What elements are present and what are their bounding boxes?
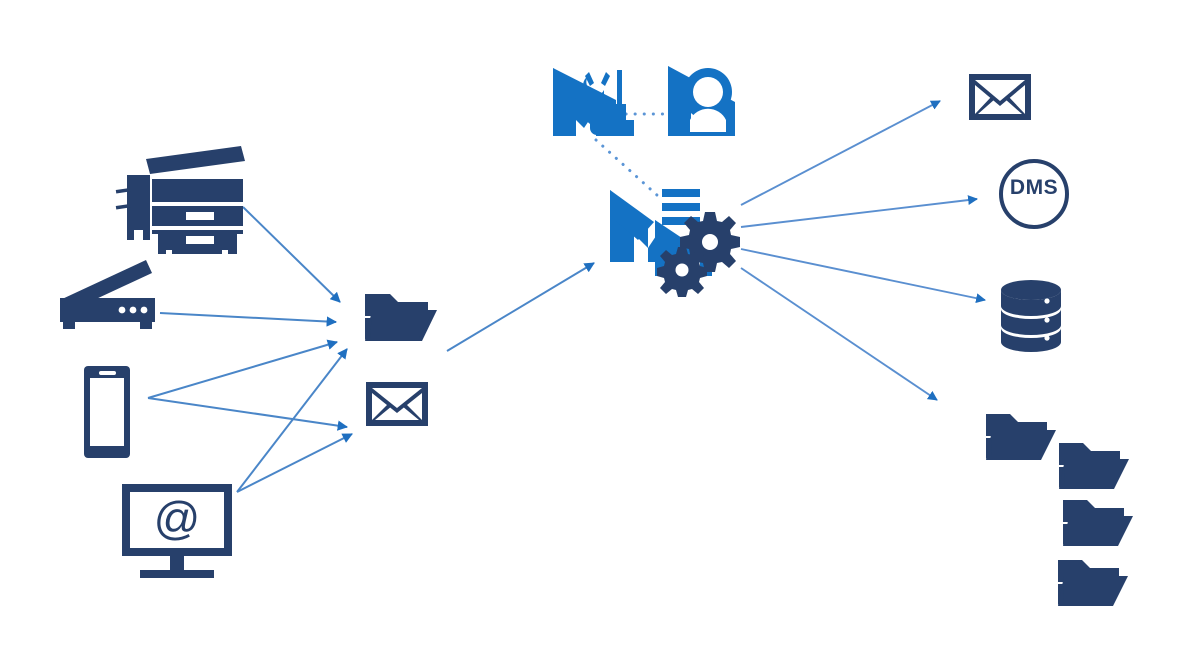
dotted-tools-to-engine: [594, 138, 660, 198]
output-connector-arrows: [740, 100, 986, 401]
arrow-scanner-to-folder: [159, 312, 338, 327]
gear-small-icon: [657, 247, 707, 297]
arrow-printer-to-folder: [242, 206, 341, 303]
output-dms-icon: [999, 159, 1069, 229]
multifunction-printer-icon: [115, 146, 245, 254]
tools-config-icon: [553, 68, 634, 136]
arrow-engine-to-folders: [740, 267, 938, 401]
arrow-engine-to-database: [740, 248, 986, 304]
document-gears-icon: [610, 189, 740, 297]
arrow-phone-to-mail: [147, 397, 349, 431]
arrow-engine-to-dms: [740, 195, 978, 228]
inbox-folder-icon: [365, 294, 437, 341]
arrow-monitor-to-mail: [236, 433, 353, 493]
folder-4: [1058, 560, 1128, 606]
folder-2: [1059, 443, 1129, 489]
dotted-connectors: [594, 112, 674, 198]
output-database-icon: [1001, 280, 1061, 352]
inbox-to-engine-arrow: [446, 262, 595, 352]
arrow-engine-to-mail: [740, 100, 941, 206]
folder-3: [1063, 500, 1133, 546]
output-folders-icon: [986, 414, 1133, 606]
at-sign-label: @: [153, 492, 201, 544]
flatbed-scanner-icon: [60, 260, 155, 329]
dms-label: DMS: [1009, 176, 1059, 199]
inbox-mail-icon: [366, 382, 428, 426]
arrow-inbox-to-engine: [446, 262, 595, 352]
desktop-monitor-email-icon: [122, 484, 232, 578]
arrow-phone-to-folder: [147, 339, 338, 399]
input-connector-arrows: [147, 206, 353, 493]
folder-1: [986, 414, 1056, 460]
user-operator-icon: [668, 66, 735, 136]
arrow-monitor-to-folder: [236, 348, 348, 493]
smartphone-icon: [84, 366, 130, 458]
output-mail-icon: [969, 74, 1031, 120]
